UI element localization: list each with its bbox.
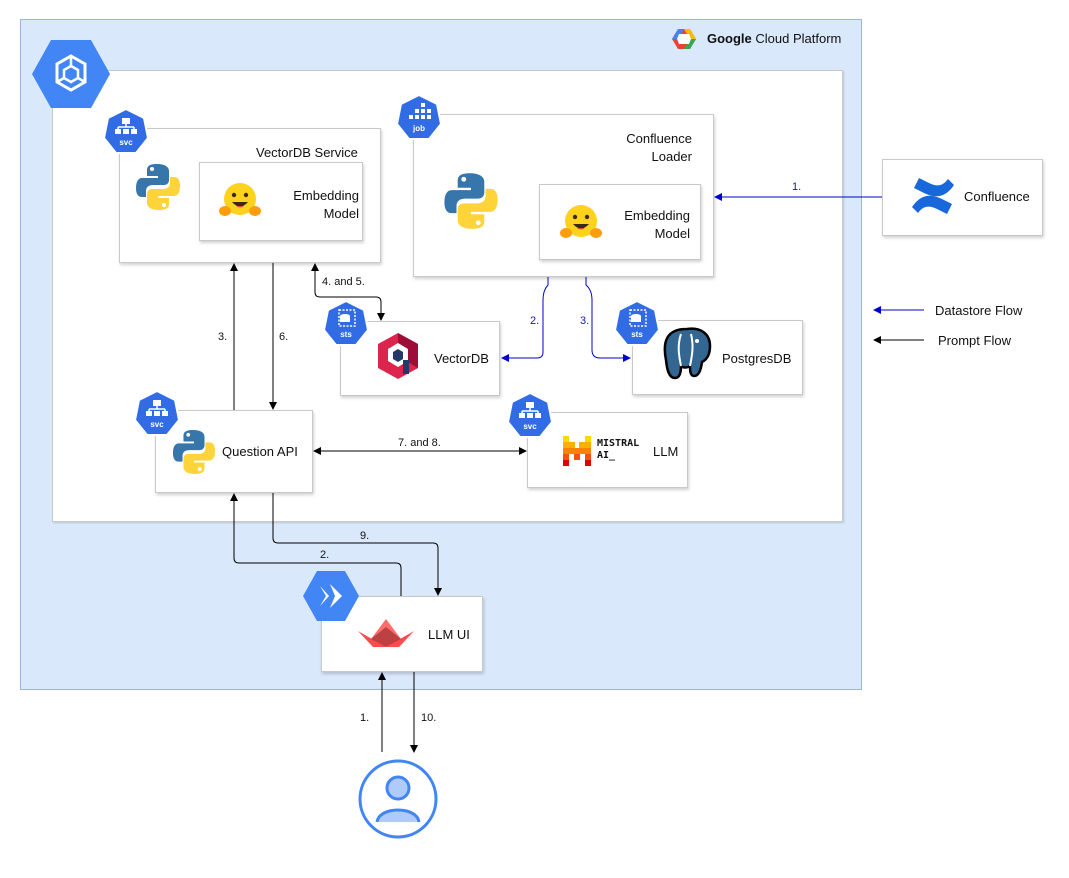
postgresdb-box bbox=[632, 320, 803, 395]
svg-text:svc: svc bbox=[523, 422, 537, 431]
sts-badge-vectordb: sts bbox=[322, 299, 370, 346]
edge-label-loader-to-vectordb: 2. bbox=[530, 315, 540, 327]
svc-badge-llm: svc bbox=[506, 391, 554, 438]
edge-label-api-to-service: 3. bbox=[218, 331, 228, 343]
python-icon-confluence-loader bbox=[443, 172, 499, 230]
confluence-icon bbox=[910, 175, 956, 217]
question-api-label: Question API bbox=[222, 444, 298, 459]
vectordb-service-label: VectorDB Service bbox=[256, 145, 358, 160]
svg-text:sts: sts bbox=[631, 330, 643, 339]
svc-badge-vectordb-service: svc bbox=[102, 107, 150, 154]
mistral-wordmark: MISTRAL AI_ bbox=[597, 438, 640, 461]
python-icon-question-api bbox=[172, 429, 216, 475]
edge-loader-to-vectordb bbox=[501, 277, 549, 362]
svg-text:sts: sts bbox=[340, 330, 352, 339]
edge-label-api-to-ui: 9. bbox=[360, 530, 370, 542]
svg-text:job: job bbox=[412, 124, 425, 133]
gke-icon bbox=[31, 38, 111, 110]
edge-label-api-to-llm: 7. and 8. bbox=[398, 437, 441, 449]
cloud-run-icon bbox=[302, 570, 360, 622]
sts-badge-postgresdb: sts bbox=[613, 299, 661, 346]
streamlit-icon bbox=[357, 617, 415, 649]
edge-label-service-vectordb: 4. and 5. bbox=[322, 276, 365, 288]
edge-ui-to-api bbox=[230, 493, 402, 596]
edge-label-service-to-api: 6. bbox=[279, 331, 289, 343]
edge-label-confluence-to-loader: 1. bbox=[792, 181, 802, 193]
postgres-elephant-icon bbox=[661, 326, 713, 382]
edge-label-ui-to-user: 10. bbox=[421, 712, 437, 724]
confluence-box bbox=[882, 159, 1043, 236]
legend-prompt-flow: Prompt Flow bbox=[938, 333, 1011, 348]
hugging-face-icon-2 bbox=[559, 202, 603, 244]
svg-text:svc: svc bbox=[150, 420, 164, 429]
svc-badge-question-api: svc bbox=[133, 389, 181, 436]
edge-label-loader-to-postgres: 3. bbox=[580, 315, 590, 327]
postgresdb-label: PostgresDB bbox=[722, 351, 792, 366]
edge-service-vectordb bbox=[311, 263, 385, 321]
user-icon bbox=[357, 758, 439, 840]
vectordb-box bbox=[340, 321, 500, 396]
hugging-face-icon-1 bbox=[218, 180, 262, 222]
edge-label-ui-to-api: 2. bbox=[320, 549, 330, 561]
llm-box bbox=[527, 412, 688, 488]
edge-label-user-to-ui: 1. bbox=[360, 712, 370, 724]
llm-ui-label: LLM UI bbox=[428, 627, 470, 642]
legend-datastore-flow: Datastore Flow bbox=[935, 303, 1023, 318]
confluence-label: Confluence bbox=[964, 189, 1030, 204]
job-badge-confluence-loader: job bbox=[395, 93, 443, 140]
svg-text:svc: svc bbox=[119, 138, 133, 147]
edge-loader-to-postgres bbox=[585, 277, 631, 362]
gcp-title: Google Cloud Platform bbox=[707, 31, 842, 46]
mistral-ai-logo: MISTRAL AI_ bbox=[563, 436, 639, 466]
vectordb-label: VectorDB bbox=[434, 351, 489, 366]
llm-label: LLM bbox=[653, 444, 679, 459]
qdrant-icon bbox=[377, 332, 419, 380]
gcp-logo bbox=[672, 28, 696, 50]
python-icon-vectordb-service bbox=[135, 163, 181, 211]
edge-api-to-ui bbox=[272, 493, 442, 596]
